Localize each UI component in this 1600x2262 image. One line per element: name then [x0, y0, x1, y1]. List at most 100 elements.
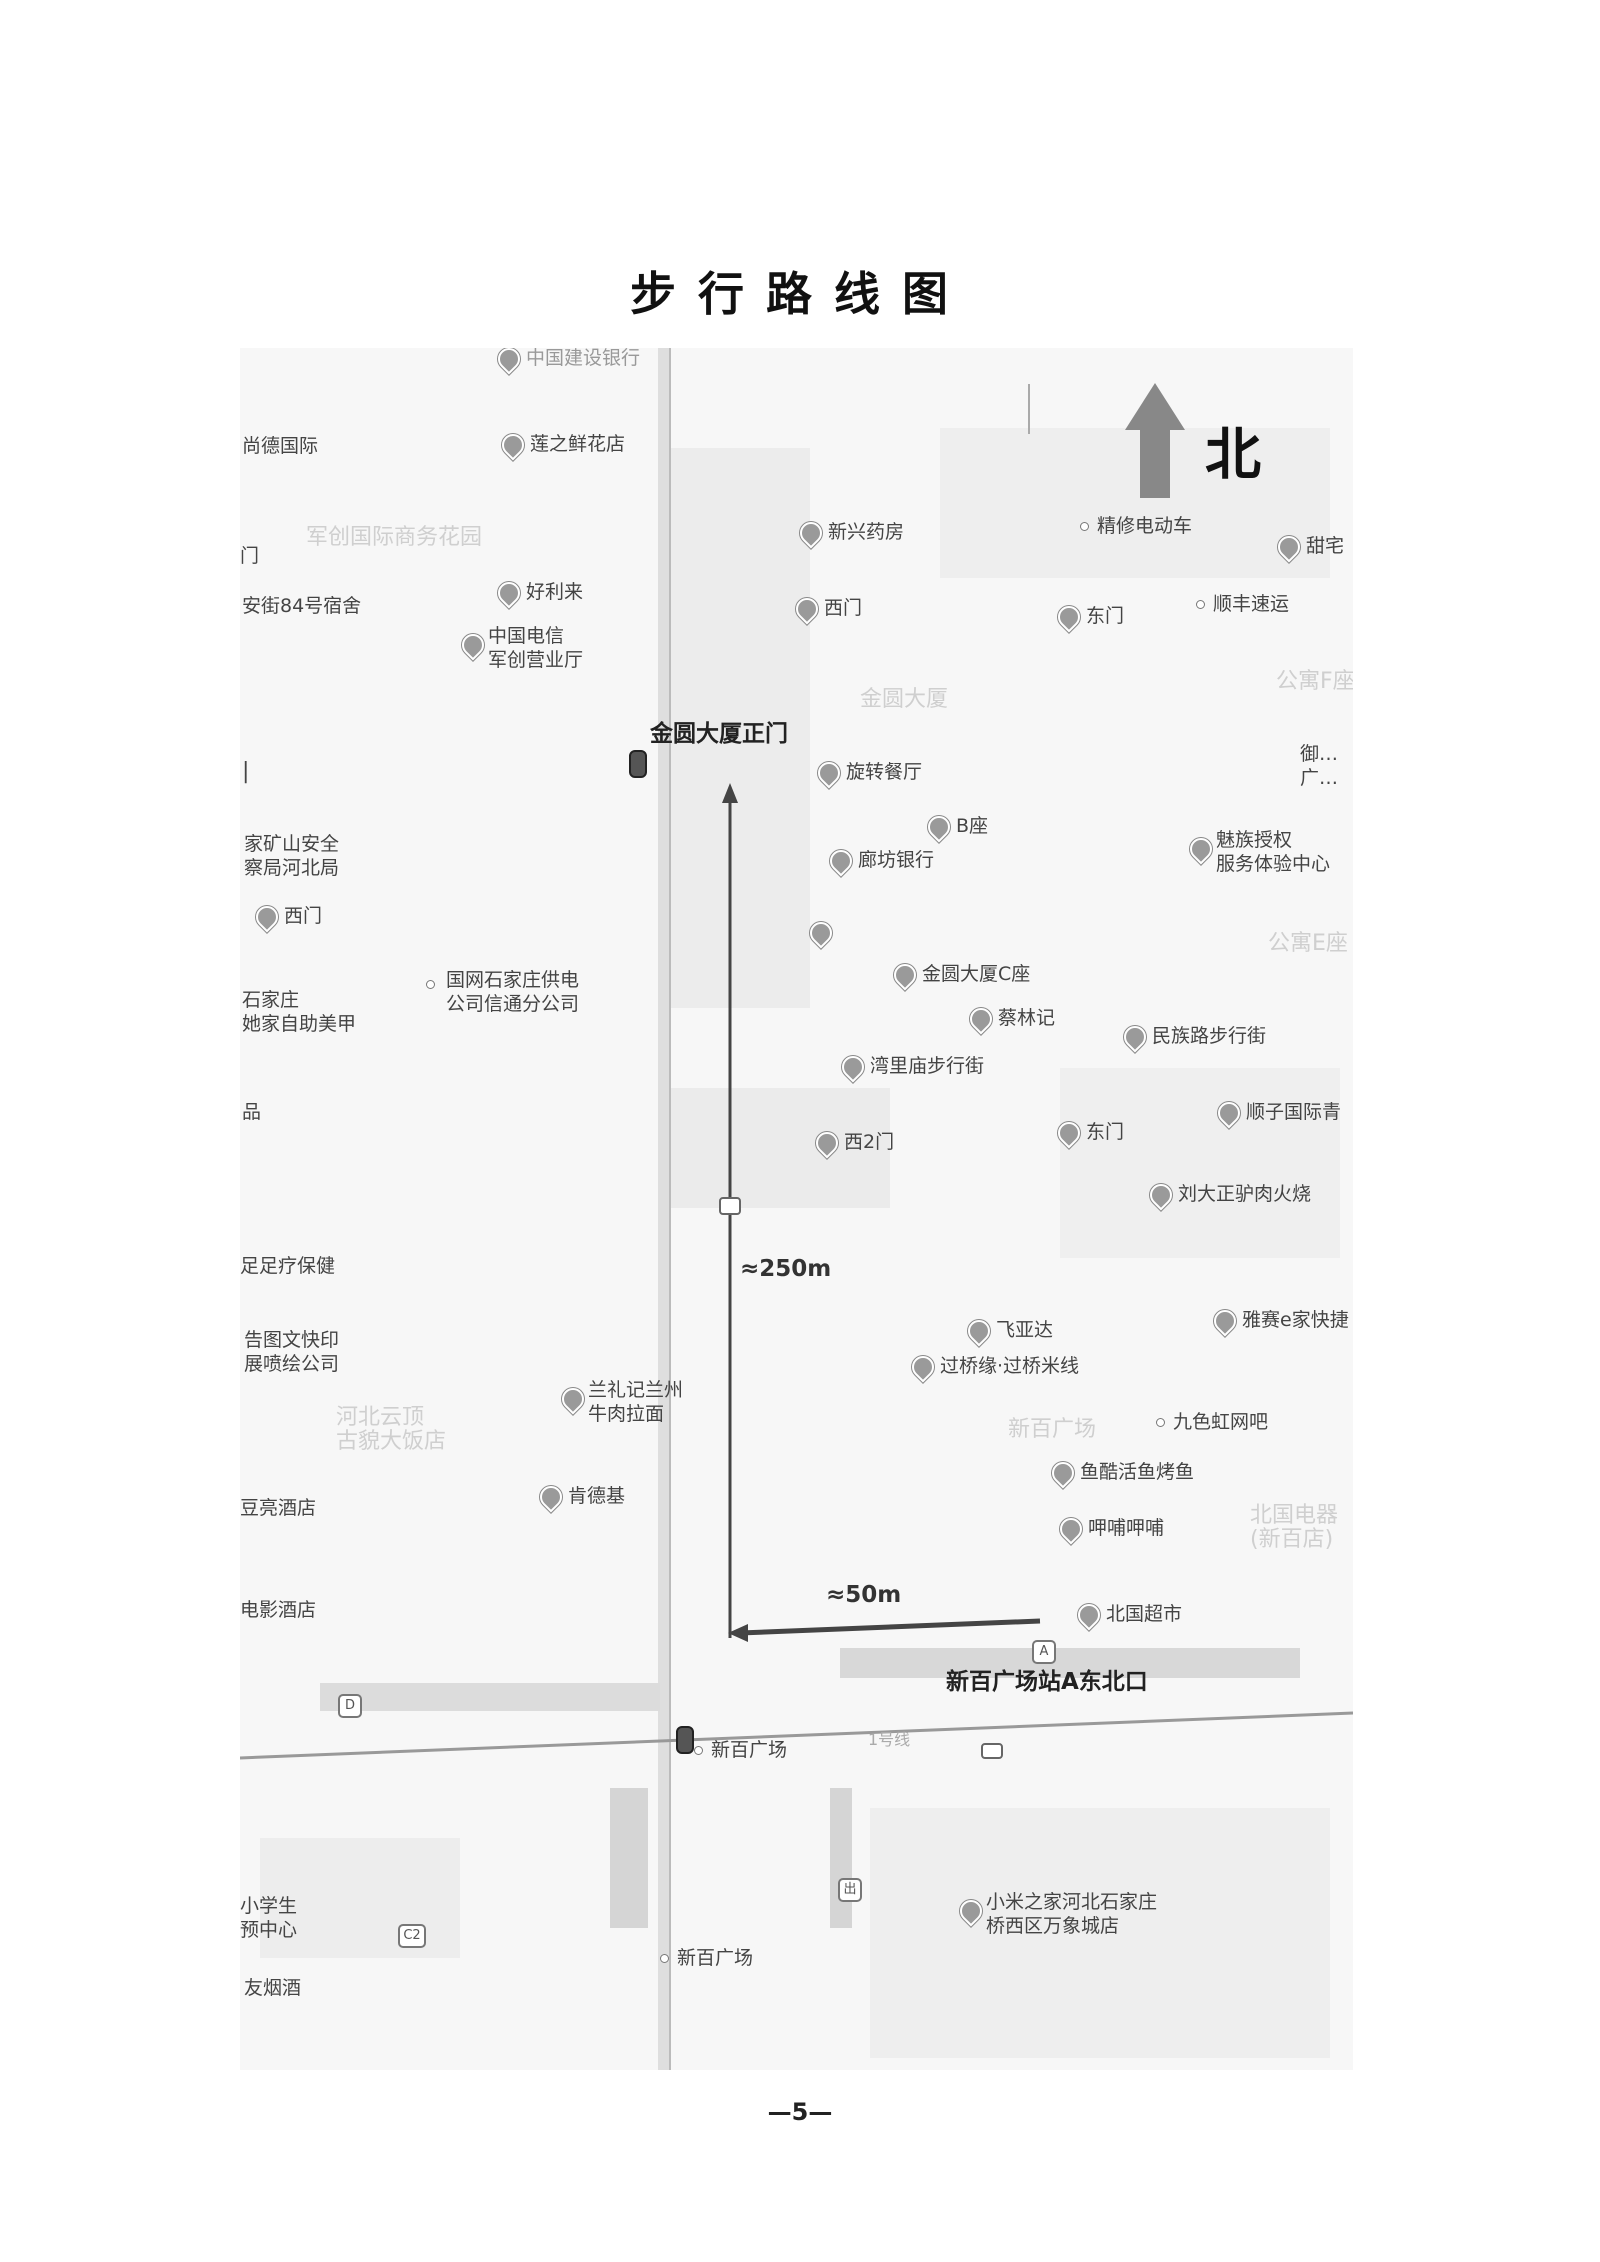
poi-shunfeng[interactable]: 顺丰速运: [1196, 592, 1289, 616]
route-start-label: 金圆大厦正门: [650, 721, 788, 747]
poi-hebei-faint: 河北云顶 古貌大饭店: [336, 1405, 447, 1454]
poi-guoqiao[interactable]: 过桥缘·过桥米线: [907, 1350, 1079, 1383]
poi-jinyuan-c[interactable]: 金圆大厦C座: [889, 958, 1030, 991]
poi-xiaoxuesheng: 小学生 预中心: [240, 1895, 298, 1941]
poi-shangde: 尚德国际: [242, 435, 319, 457]
poi-feiyada[interactable]: 飞亚达: [963, 1314, 1053, 1347]
metro-line-label: 1号线: [868, 1730, 911, 1749]
poi-guozhong[interactable]: 呷哺呷哺: [1055, 1512, 1164, 1545]
poi-yasai[interactable]: 雅赛e家快捷: [1209, 1304, 1349, 1337]
poi-kendeji[interactable]: 肯德基: [535, 1480, 625, 1513]
poi-wanli[interactable]: 湾里庙步行街: [837, 1050, 984, 1083]
pin-icon: [955, 1895, 987, 1927]
pin-icon: [889, 958, 921, 991]
exit-badge: 出: [838, 1878, 862, 1902]
pin-icon: [1053, 600, 1085, 633]
block-east: [1060, 1068, 1340, 1258]
page-title: 步行路线图: [630, 267, 970, 321]
poi-jiuse[interactable]: 九色虹网吧: [1156, 1410, 1268, 1434]
poi-jiliang: 豆亮酒店: [240, 1497, 317, 1519]
poi-yuku[interactable]: 鱼酷活鱼烤鱼: [1047, 1456, 1194, 1489]
poi-langfang[interactable]: 廊坊银行: [825, 844, 934, 877]
poi-liudazheng[interactable]: 刘大正驴肉火烧: [1145, 1178, 1311, 1211]
north-label: 北: [1205, 423, 1261, 488]
road-segment-east: [840, 1648, 1300, 1678]
pin-icon: [923, 810, 955, 843]
poi-xuanzhuan[interactable]: 旋转餐厅: [813, 756, 922, 789]
pin-icon: [795, 516, 827, 549]
block-north-east: [940, 428, 1330, 578]
road-segment-west: [320, 1683, 660, 1711]
poi-xinbai-2[interactable]: 新百广场: [660, 1946, 753, 1970]
poi-ximen-2[interactable]: 西门: [251, 900, 322, 933]
poi-xi2men[interactable]: 西2门: [811, 1126, 894, 1159]
poi-dongmen-2[interactable]: 东门: [1053, 1116, 1124, 1149]
pin-icon: [1055, 1512, 1087, 1545]
poi-xinxing[interactable]: 新兴药房: [795, 516, 904, 549]
pin-icon: [1273, 530, 1305, 563]
block-jinyuan: [670, 448, 810, 1008]
route-north-arrowhead: [722, 783, 738, 803]
poi-youyanjiu: 友烟酒: [244, 1977, 302, 1999]
poi-telecom[interactable]: 中国电信 军创营业厅: [457, 624, 583, 672]
poi-minzu[interactable]: 民族路步行街: [1119, 1020, 1266, 1053]
poi-lianzhixian[interactable]: 莲之鲜花店: [497, 428, 625, 461]
poi-tianzhai[interactable]: 甜宅: [1273, 530, 1344, 563]
pin-icon: [1053, 1116, 1085, 1149]
poi-junchuang: 军创国际商务花园: [306, 525, 483, 550]
pin-icon: [811, 1126, 843, 1159]
distance-north-label: ≈250m: [740, 1256, 832, 1282]
poi-meizu[interactable]: 魅族授权 服务体验中心: [1185, 828, 1330, 876]
entrance-c2-badge: C2: [398, 1924, 426, 1948]
pin-icon: [1213, 1096, 1245, 1129]
pin-icon: [251, 900, 283, 933]
poi-bar-partial: |: [242, 759, 250, 784]
poi-guowang[interactable]: 国网石家庄供电 公司信通分公司: [426, 968, 579, 1016]
pin-icon: [1185, 833, 1217, 865]
entrance-d-badge: D: [338, 1694, 362, 1718]
metro-icon: [660, 1954, 669, 1963]
poi-unnamed-pin[interactable]: [805, 916, 838, 949]
poi-yuyu-partial: 御… 广…: [1300, 743, 1339, 789]
pin-icon: [1047, 1456, 1079, 1489]
road-ew: [240, 1711, 1353, 1760]
poi-cailinji[interactable]: 蔡林记: [965, 1002, 1055, 1035]
poi-pin-partial: 品: [242, 1101, 262, 1123]
start-marker-icon: [629, 750, 647, 778]
poi-dianying: 电影酒店: [240, 1599, 317, 1621]
end-marker-icon: [676, 1726, 694, 1754]
poi-xinbai-station[interactable]: 新百广场: [694, 1738, 787, 1762]
page-number: —5—: [767, 2098, 833, 2126]
route-west-arrowhead: [728, 1624, 748, 1642]
pin-icon: [535, 1480, 567, 1513]
poi-anjie: 安街84号宿舍: [242, 595, 362, 617]
pin-icon: [825, 844, 857, 877]
poi-beiguo-faint: 北国电器 (新百店): [1250, 1503, 1339, 1552]
poi-haolilai[interactable]: 好利来: [493, 576, 583, 609]
pin-icon: [963, 1314, 995, 1347]
poi-jingxiu[interactable]: 精修电动车: [1080, 514, 1192, 538]
metro-icon: [694, 1746, 703, 1755]
pin-icon: [1119, 1020, 1151, 1053]
poi-bzuo[interactable]: B座: [923, 810, 988, 843]
route-west-line: [739, 1618, 1041, 1636]
poi-shunzi[interactable]: 顺子国际青: [1213, 1096, 1341, 1129]
route-end-label: 新百广场站A东北口: [946, 1669, 1148, 1695]
poi-dongmen-1[interactable]: 东门: [1053, 600, 1124, 633]
dot-icon: [1156, 1418, 1165, 1427]
poi-zuzu: 足足疗保健: [240, 1255, 336, 1277]
block-southeast: [870, 1808, 1330, 2058]
pin-icon: [907, 1350, 939, 1383]
poi-gongyu-e: 公寓E座: [1268, 931, 1348, 956]
poi-xinbai-faint: 新百广场: [1008, 1417, 1097, 1442]
poi-kuangshan: 家矿山安全 察局河北局: [244, 833, 340, 879]
poi-xiaomi[interactable]: 小米之家河北石家庄 桥西区万象城店: [955, 1890, 1157, 1938]
poi-beiguo[interactable]: 北国超市: [1073, 1598, 1182, 1631]
block-mid: [670, 1088, 890, 1208]
poi-lanliji[interactable]: 兰礼记兰州 牛肉拉面: [557, 1378, 683, 1426]
poi-ximen-1[interactable]: 西门: [791, 592, 862, 625]
walking-route-map[interactable]: 北 中国建设银行 尚德国际 莲之鲜花店 军创国际商务花园 门 安街84号宿舍 好…: [240, 348, 1353, 2070]
pin-icon: [1145, 1178, 1177, 1211]
pin-icon: [813, 756, 845, 789]
dot-icon: [1196, 600, 1205, 609]
